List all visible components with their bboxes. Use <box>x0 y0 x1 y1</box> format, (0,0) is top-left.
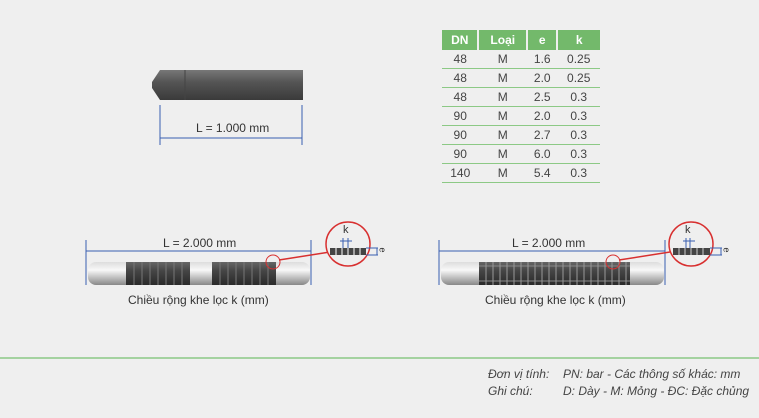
table-cell: 0.3 <box>557 163 600 183</box>
table-cell: 2.0 <box>527 106 558 126</box>
table-cell: M <box>478 163 528 183</box>
right-detail-e-label: e <box>721 247 732 253</box>
table-cell: 0.3 <box>557 125 600 145</box>
table-cell: 0.3 <box>557 106 600 126</box>
right-pipe <box>438 221 722 285</box>
table-cell: M <box>478 125 528 145</box>
table-cell: 90 <box>442 125 479 145</box>
table-cell: 2.0 <box>527 68 558 88</box>
table-cell: 2.5 <box>527 87 558 107</box>
left-pipe-length-label: L = 2.000 mm <box>163 236 237 250</box>
table-cell: 0.3 <box>557 144 600 164</box>
right-pipe-caption: Chiều rộng khe lọc k (mm) <box>485 293 626 307</box>
table-cell: 48 <box>442 87 479 107</box>
table-cell: 1.6 <box>527 50 558 69</box>
table-cell: 48 <box>442 50 479 69</box>
table-cell: M <box>478 106 528 126</box>
table-cell: M <box>478 50 528 69</box>
table-cell: 90 <box>442 106 479 126</box>
table-cell: M <box>478 144 528 164</box>
left-detail-e-label: e <box>377 247 388 253</box>
top-pipe <box>152 70 303 145</box>
table-cell: 2.7 <box>527 125 558 145</box>
header-k: k <box>557 30 600 50</box>
unit-value: PN: bar - Các thông số khác: mm <box>563 367 741 381</box>
detail-magnifier-circle <box>668 221 714 267</box>
table-cell: M <box>478 87 528 107</box>
unit-label: Đơn vị tính: <box>488 367 550 381</box>
header-e: e <box>527 30 559 50</box>
left-pipe <box>85 221 378 285</box>
top-pipe-length-label: L = 1.000 mm <box>196 121 270 135</box>
right-pipe-length-label: L = 2.000 mm <box>512 236 586 250</box>
table-cell: 48 <box>442 68 479 88</box>
note-value: D: Dày - M: Mỏng - ĐC: Đặc chủng <box>563 384 750 398</box>
header-dn: DN <box>442 30 480 50</box>
note-label: Ghi chú: <box>488 384 533 398</box>
table-cell: 0.25 <box>557 50 600 69</box>
left-detail-k-label: k <box>343 224 349 236</box>
header-type: Loại <box>478 30 529 50</box>
table-cell: 0.3 <box>557 87 600 107</box>
table-cell: M <box>478 68 528 88</box>
right-detail-k-label: k <box>685 224 691 236</box>
table-header-row: DN Loại e k <box>442 30 600 50</box>
table-cell: 0.25 <box>557 68 600 88</box>
table-cell: 6.0 <box>527 144 558 164</box>
left-pipe-caption: Chiều rộng khe lọc k (mm) <box>128 293 269 307</box>
table-cell: 140 <box>442 163 479 183</box>
table-cell: 5.4 <box>527 163 558 183</box>
table-cell: 90 <box>442 144 479 164</box>
